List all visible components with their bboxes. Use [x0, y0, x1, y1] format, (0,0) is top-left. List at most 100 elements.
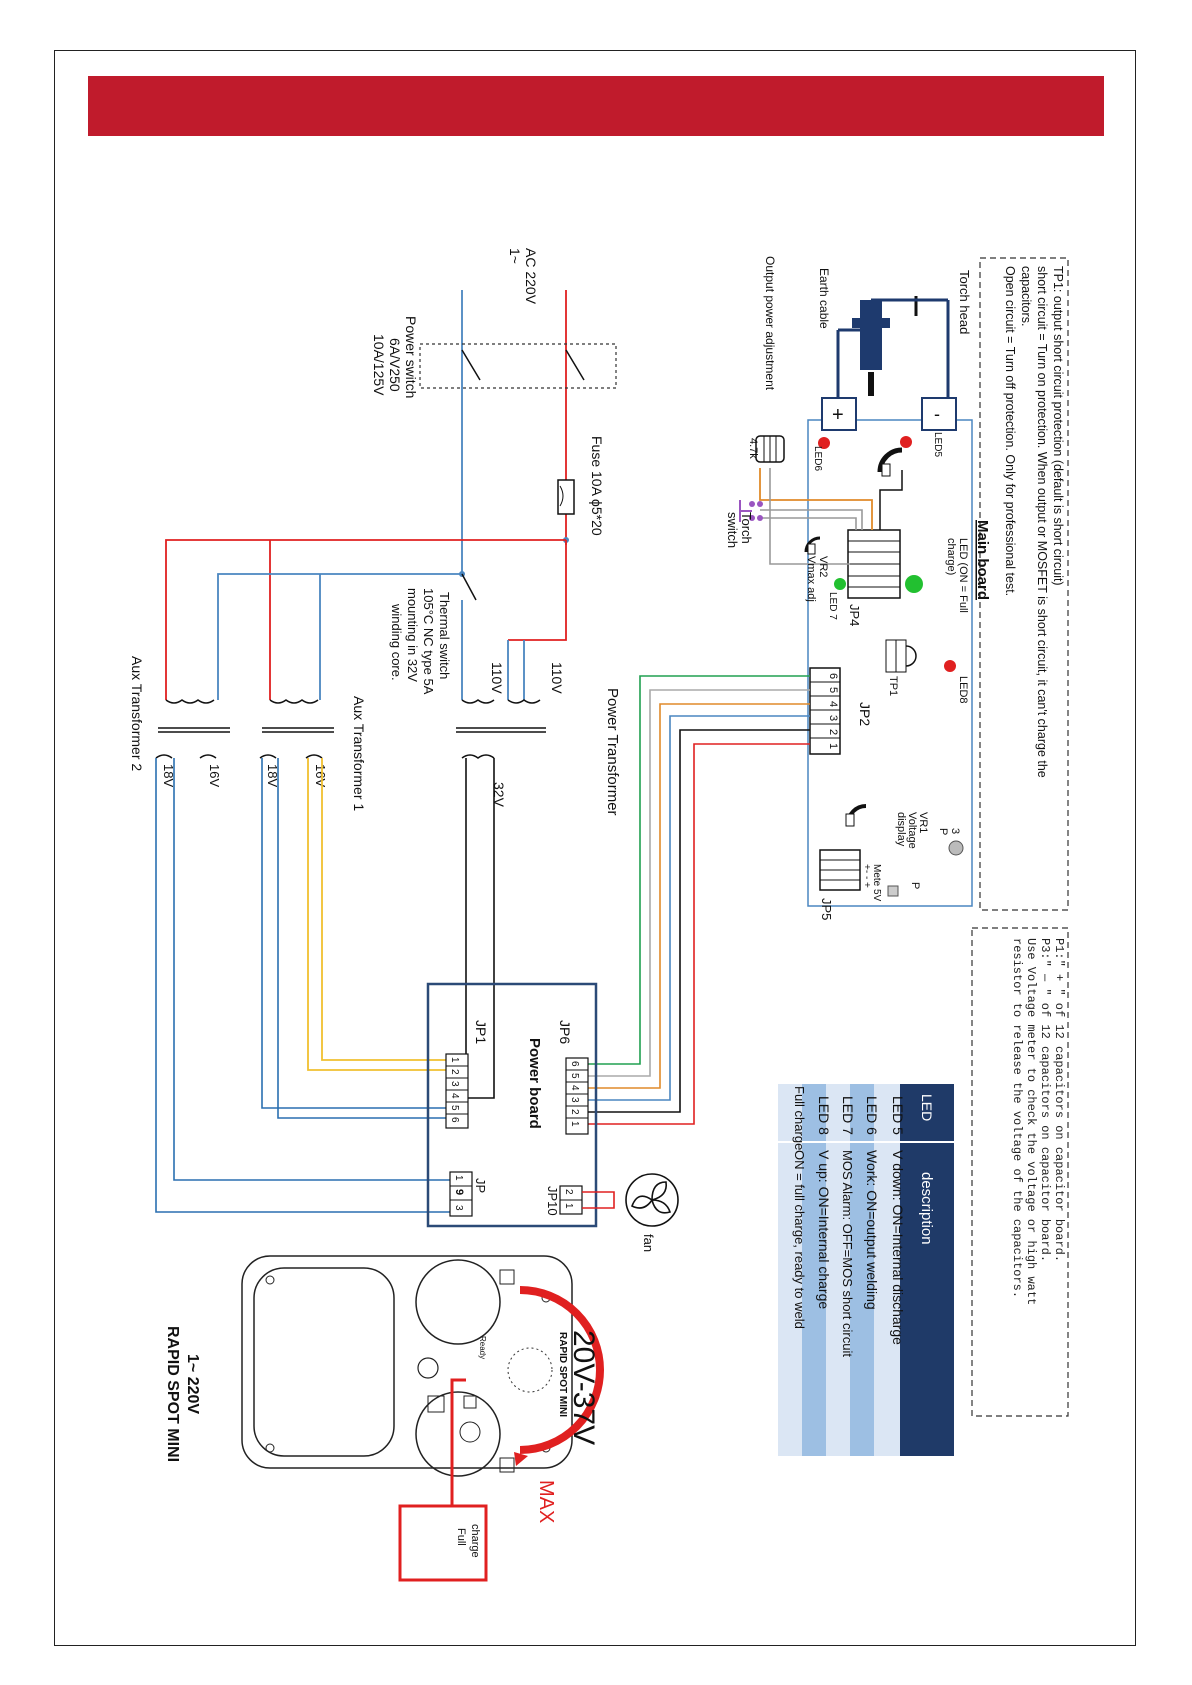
jp10-connector	[559, 1185, 583, 1215]
capacitor-note-box	[971, 927, 1069, 1417]
jp2-pin-1: 1	[827, 743, 839, 749]
led-table	[778, 1084, 954, 1456]
vr2-label-2: Vmax adj	[805, 556, 817, 602]
tp1-label: TP1	[887, 676, 899, 696]
fuse-label: Fuse 10A ϕ5*20	[589, 436, 605, 536]
power-switch-label-2: 6A/V250	[387, 338, 403, 392]
jp6-pin-4: 4	[569, 1085, 580, 1091]
led7-indicator	[834, 578, 846, 590]
aux-transformer-2-label: Aux Transformer 2	[129, 656, 145, 771]
led-table-row4-desc: V up: ON=Internal charge	[816, 1150, 832, 1309]
jp2-pin-5: 5	[827, 687, 839, 693]
pot-value-label: 4.7k	[747, 438, 759, 459]
jp6-pin-5: 5	[569, 1073, 580, 1079]
capacitor-note-line1: P1:" + " of 12 capacitors on capacitor b…	[1052, 938, 1066, 1262]
led5-label: LED5	[932, 432, 943, 457]
led8-label: LED8	[957, 676, 969, 704]
jp1-connector	[445, 1053, 469, 1129]
jp2-pin-6: 6	[827, 673, 839, 679]
secondary-32v: 32V	[491, 782, 507, 808]
aux1-16v: 16V	[313, 764, 328, 787]
power-transformer	[456, 699, 546, 759]
primary-110v-b: 110V	[549, 662, 565, 694]
fan-icon	[625, 1173, 679, 1227]
meter-label-2: +- - +	[861, 864, 872, 888]
jp-label: JP	[473, 1178, 488, 1193]
led-full-label-1: LED (ON = Full	[957, 538, 969, 613]
protection-note: TP1: output short circuit protection (de…	[1003, 266, 1065, 778]
voltage-range-label: 20V-37V	[567, 1330, 600, 1445]
jp2-pin-3: 3	[827, 715, 839, 721]
led-table-row4-led: LED 8	[816, 1096, 832, 1135]
torch-head-label: Torch head	[957, 270, 972, 334]
power-switch-label-1: Power switch	[403, 316, 419, 398]
jp2-pin-2: 2	[827, 729, 839, 735]
led-table-row2-led: LED 6	[864, 1096, 880, 1135]
jp1-pin-6: 6	[449, 1117, 460, 1123]
led6-label: LED6	[812, 446, 823, 471]
torch-switch-label-1: Torch	[739, 512, 754, 544]
thermal-label-3: mounting in 32V	[405, 588, 420, 682]
jp1-pin-3: 3	[449, 1081, 460, 1087]
fan-label: fan	[641, 1234, 656, 1252]
jp1-label: JP1	[473, 1020, 489, 1044]
jp10-pin-2: 2	[563, 1189, 574, 1195]
jp6-label: JP6	[557, 1020, 573, 1044]
full-charge-callout-2: charge	[469, 1524, 481, 1558]
led-full-label-2: charge)	[945, 538, 957, 575]
jp-connector	[449, 1171, 473, 1217]
jp2-label: JP2	[857, 702, 873, 726]
full-charge-led	[905, 575, 923, 593]
protection-note-line3: capacitors.	[1019, 266, 1033, 326]
capacitor-note-line4: resistor to release the voltage of the c…	[1010, 938, 1024, 1298]
protection-note-line1: TP1: output short circuit protection (de…	[1051, 266, 1065, 586]
torch-switch-label-2: switch	[725, 512, 740, 548]
fuse-icon	[557, 479, 575, 515]
earth-cable-label: Earth cable	[817, 268, 831, 329]
vr2-icon	[804, 536, 821, 553]
power-transformer-label: Power Transformer	[604, 688, 621, 816]
product-name-label: RAPID SPOT MINI	[164, 1326, 181, 1462]
p1-label: P	[909, 882, 921, 889]
tp1-jumper	[885, 639, 917, 673]
front-panel-ready: Ready	[478, 1336, 487, 1359]
minus-terminal	[921, 397, 957, 431]
aux-transformer-2	[155, 699, 230, 759]
jp6-pin-1: 1	[569, 1121, 580, 1127]
jp6-connector	[565, 1057, 589, 1135]
jp-pin-1: 1	[453, 1175, 464, 1181]
jp4-label: JP4	[847, 604, 862, 626]
led-table-row3-desc: MOS Alarm: OFF=MOS short circuit	[840, 1150, 855, 1357]
thermal-label-4: winding core.	[389, 603, 404, 681]
power-board	[426, 982, 598, 1228]
aux2-18v: 18V	[161, 764, 176, 787]
jp2-pin-4: 4	[827, 701, 839, 707]
jp4-connector	[847, 529, 901, 599]
led-table-row5-desc: ON = full charge, ready to weld	[792, 1150, 807, 1329]
vr1-label-1: VR1	[917, 812, 929, 833]
protection-note-line2: short circuit = Turn on protection. When…	[1035, 266, 1049, 778]
jp1-pin-4: 4	[449, 1093, 460, 1099]
capacitor-note-line3: Use Voltage meter to check the voltage o…	[1024, 938, 1038, 1305]
jp5-connector	[819, 849, 861, 891]
led-table-row2-desc: Work: ON=output welding	[864, 1150, 880, 1310]
protection-note-box	[979, 257, 1069, 911]
jp2-connector	[809, 667, 841, 755]
power-board-title: Power board	[526, 1038, 543, 1129]
plus-terminal	[821, 397, 857, 431]
aux-transformer-1-label: Aux Transformer 1	[351, 696, 367, 811]
power-switch	[419, 343, 617, 389]
thermal-label-2: 105°C NC type 5A	[421, 588, 436, 695]
full-charge-callout-1: Full	[455, 1528, 467, 1546]
led5-bracket-icon	[877, 447, 903, 473]
led7-label: LED 7	[827, 592, 838, 620]
aux-transformer-1	[259, 699, 334, 759]
minus-label: -	[934, 404, 940, 424]
thermal-label-1: Thermal switch	[437, 592, 452, 679]
power-switch-label-3: 10A/125V	[371, 334, 387, 396]
jp10-label: JP10	[545, 1186, 560, 1216]
jp1-pin-2: 2	[449, 1069, 460, 1075]
torch-switch-icon	[739, 500, 763, 522]
capacitor-note-line2: P3:" — " of 12 capacitors on capacitor b…	[1038, 938, 1052, 1262]
